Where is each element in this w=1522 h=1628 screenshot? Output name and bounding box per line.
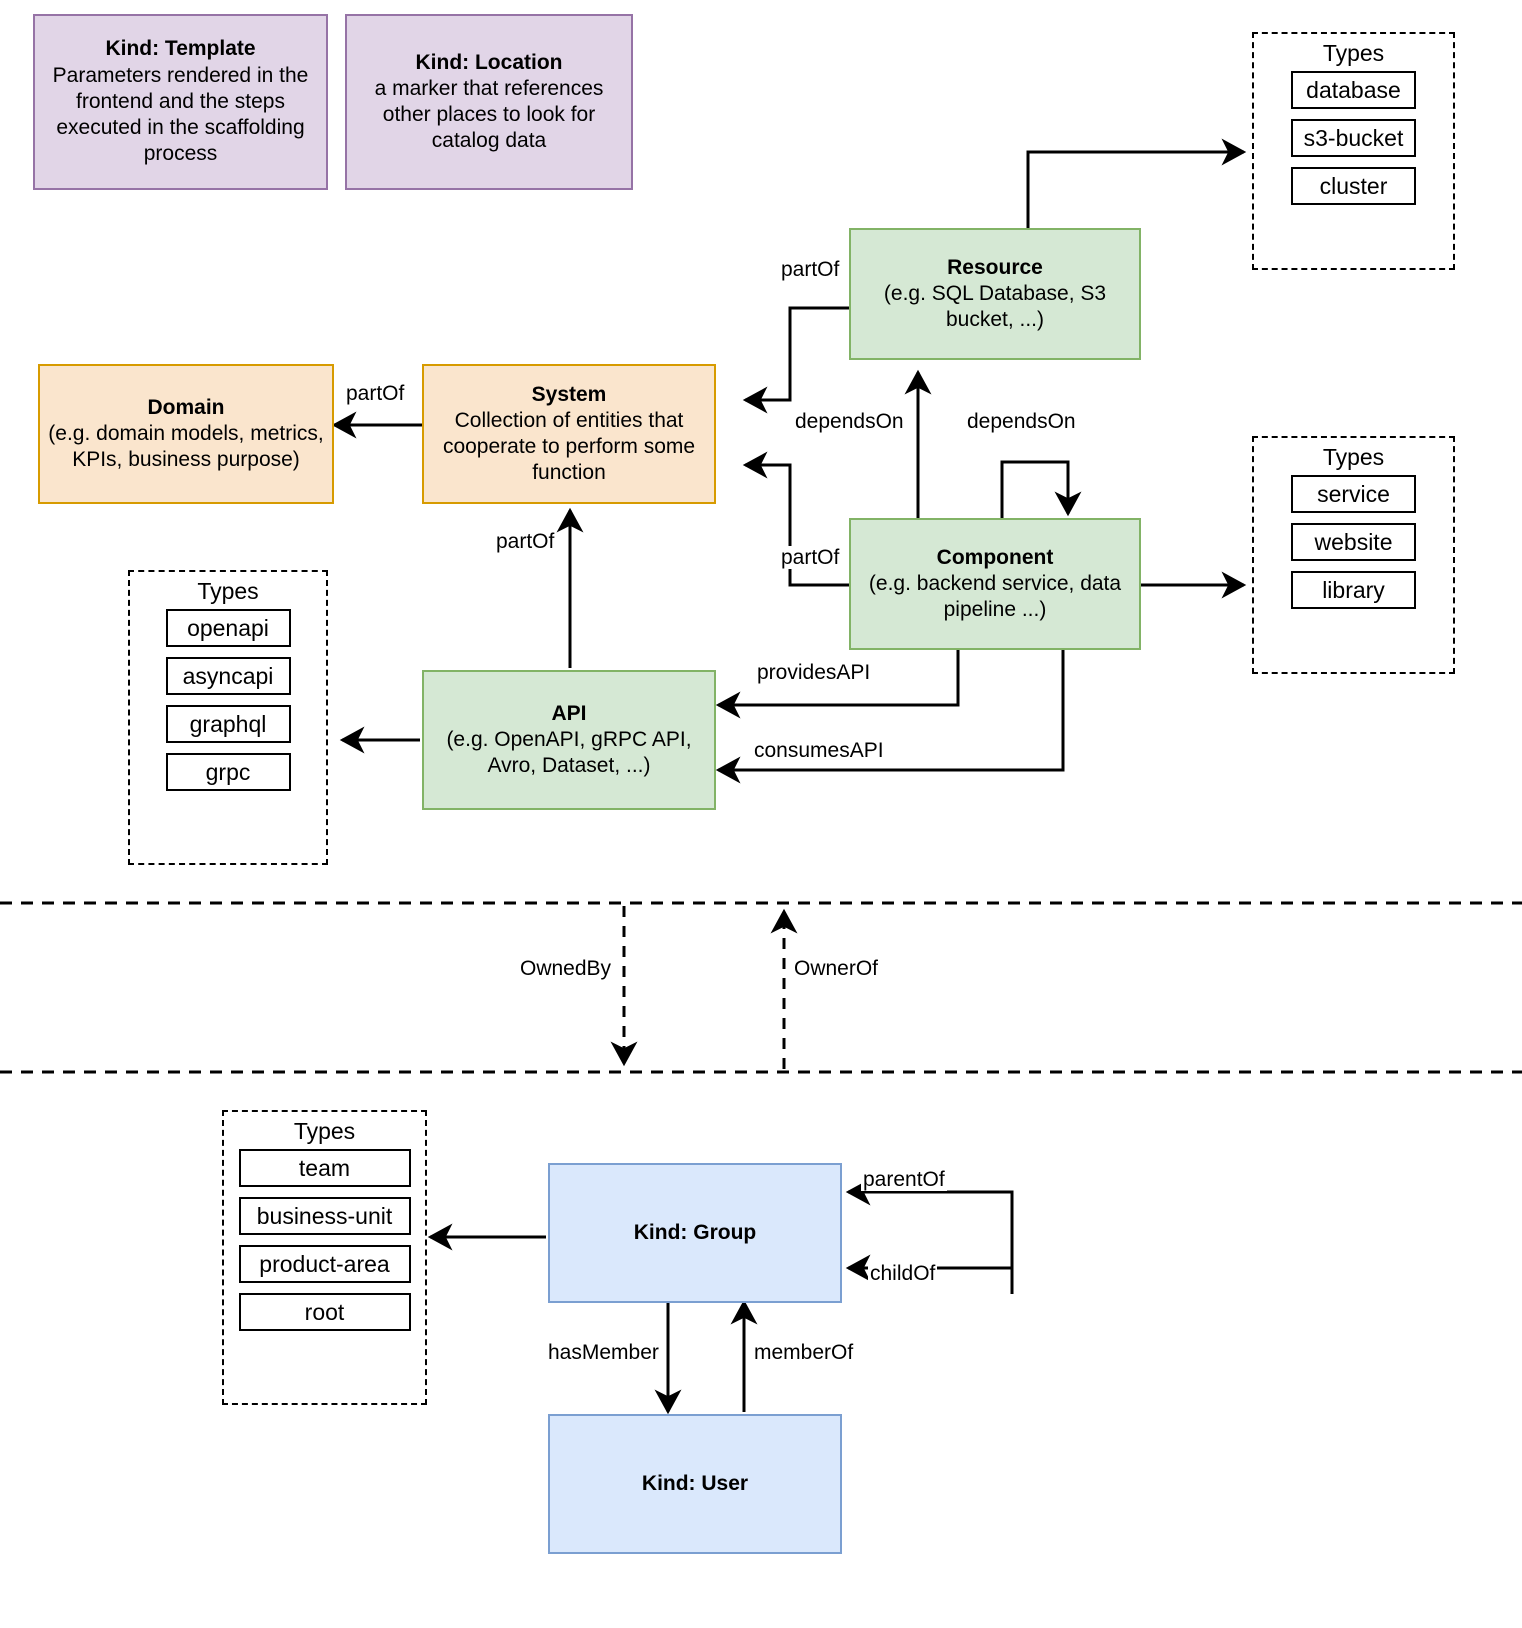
edge-label-component-consumesapi: consumesAPI — [752, 739, 886, 763]
edge-label-ownerof: OwnerOf — [792, 957, 881, 981]
types-box-api: Types openapi asyncapi graphql grpc — [128, 570, 328, 865]
types-label-component: Types — [1322, 444, 1385, 470]
node-api[interactable]: API (e.g. OpenAPI, gRPC API, Avro, Datas… — [422, 670, 716, 810]
node-domain[interactable]: Domain (e.g. domain models, metrics, KPI… — [38, 364, 334, 504]
node-resource[interactable]: Resource (e.g. SQL Database, S3 bucket, … — [849, 228, 1141, 360]
types-box-component: Types service website library — [1252, 436, 1455, 674]
edge-resource-partof-system — [742, 306, 850, 414]
node-system-description: Collection of entities that cooperate to… — [442, 408, 696, 485]
edge-label-group-hasmember: hasMember — [546, 1341, 661, 1365]
node-group-title: Kind: Group — [633, 1220, 757, 1244]
node-resource-description: (e.g. SQL Database, S3 bucket, ...) — [883, 281, 1107, 332]
edge-label-component-dependson-resource: dependsOn — [793, 410, 906, 434]
node-api-description: (e.g. OpenAPI, gRPC API, Avro, Dataset, … — [446, 727, 692, 778]
type-chip-cluster[interactable]: cluster — [1291, 167, 1416, 205]
node-resource-title: Resource — [947, 255, 1043, 279]
node-component-description: (e.g. backend service, data pipeline ...… — [868, 571, 1122, 622]
type-chip-root[interactable]: root — [238, 1293, 411, 1331]
types-label-api: Types — [197, 578, 259, 604]
node-system[interactable]: System Collection of entities that coope… — [422, 364, 716, 504]
types-label-resource: Types — [1322, 40, 1385, 66]
type-chip-business-unit[interactable]: business-unit — [238, 1197, 411, 1235]
type-chip-grpc[interactable]: grpc — [165, 753, 291, 791]
edge-label-ownedby: OwnedBy — [518, 957, 614, 981]
edge-resource-to-types — [1026, 138, 1247, 228]
edge-label-system-partof-domain: partOf — [344, 382, 407, 406]
node-user-title: Kind: User — [641, 1471, 749, 1495]
edge-label-group-childof: childOf — [868, 1262, 938, 1286]
node-user[interactable]: Kind: User — [548, 1414, 842, 1554]
type-chip-website[interactable]: website — [1291, 523, 1416, 561]
edge-label-component-partof-system: partOf — [779, 546, 842, 570]
types-label-group: Types — [293, 1118, 356, 1144]
type-chip-library[interactable]: library — [1291, 571, 1416, 609]
node-template[interactable]: Kind: Template Parameters rendered in th… — [33, 14, 328, 190]
node-group[interactable]: Kind: Group — [548, 1163, 842, 1303]
type-chip-product-area[interactable]: product-area — [238, 1245, 411, 1283]
type-chip-service[interactable]: service — [1291, 475, 1416, 513]
node-system-title: System — [531, 382, 607, 406]
node-template-description: Parameters rendered in the frontend and … — [52, 63, 309, 166]
edge-label-group-parentof: parentOf — [861, 1168, 947, 1192]
node-api-title: API — [551, 701, 587, 725]
type-chip-asyncapi[interactable]: asyncapi — [165, 657, 291, 695]
node-domain-title: Domain — [147, 395, 225, 419]
type-chip-database[interactable]: database — [1291, 71, 1416, 109]
type-chip-team[interactable]: team — [238, 1149, 411, 1187]
edge-label-component-providesapi: providesAPI — [755, 661, 873, 685]
node-location-description: a marker that references other places to… — [374, 76, 604, 153]
edge-component-dependson-component — [1000, 460, 1082, 518]
types-box-group: Types team business-unit product-area ro… — [222, 1110, 427, 1405]
node-location-title: Kind: Location — [415, 50, 563, 74]
node-component-title: Component — [936, 545, 1054, 569]
node-template-title: Kind: Template — [105, 37, 256, 61]
edge-label-api-partof-system: partOf — [494, 530, 557, 554]
edge-label-component-dependson-component: dependsOn — [965, 410, 1078, 434]
node-location[interactable]: Kind: Location a marker that references … — [345, 14, 633, 190]
node-component[interactable]: Component (e.g. backend service, data pi… — [849, 518, 1141, 650]
node-domain-description: (e.g. domain models, metrics, KPIs, busi… — [48, 421, 324, 472]
type-chip-s3-bucket[interactable]: s3-bucket — [1291, 119, 1416, 157]
type-chip-graphql[interactable]: graphql — [165, 705, 291, 743]
edge-label-user-memberof: memberOf — [752, 1341, 856, 1365]
edge-label-resource-partof-system: partOf — [779, 258, 842, 282]
types-box-resource: Types database s3-bucket cluster — [1252, 32, 1455, 270]
type-chip-openapi[interactable]: openapi — [165, 609, 291, 647]
